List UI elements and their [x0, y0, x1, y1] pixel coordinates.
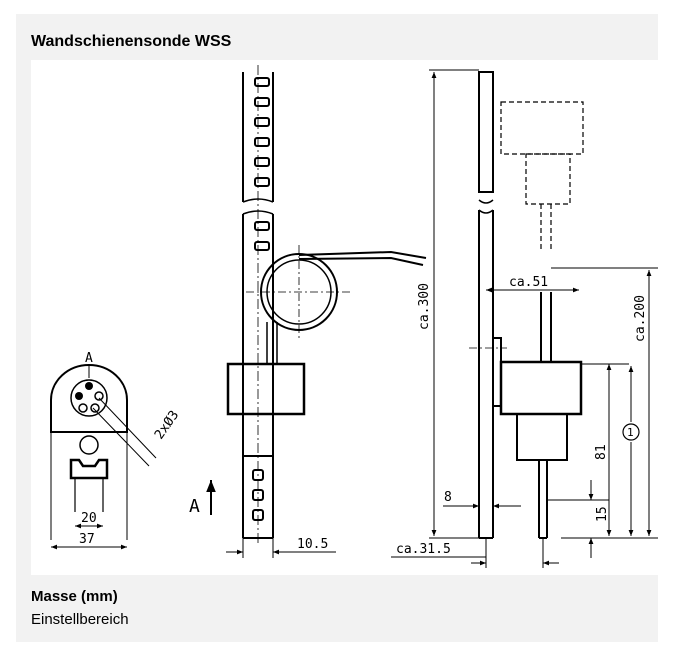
figure-title: Wandschienensonde WSS: [31, 33, 232, 50]
dim-81: 81: [594, 444, 609, 460]
dim-20: 20: [81, 511, 97, 526]
dim-15: 15: [595, 506, 610, 522]
dim-200: ca.200: [633, 295, 648, 342]
holes-label: 2xØ3: [152, 408, 182, 442]
view-direction-arrow: A: [189, 480, 216, 517]
dim-8: 8: [444, 490, 452, 505]
view-a-detail: A 2xØ3 20 37: [50, 351, 182, 550]
view-direction-label: A: [189, 496, 200, 517]
dim-300: ca.300: [417, 283, 432, 330]
setting-range-marker: 1: [627, 426, 634, 439]
caption-setting-range: Einstellbereich: [31, 611, 129, 628]
dim-51: ca.51: [509, 275, 548, 290]
rail-front-view: 10.5: [226, 65, 427, 558]
dim-37: 37: [79, 532, 95, 547]
dim-10-5: 10.5: [297, 537, 328, 552]
dim-31-5: ca.31.5: [396, 542, 451, 557]
side-view: ca.300 ca.51 8 15 81 1: [391, 69, 658, 568]
caption-dimensions: Masse (mm): [31, 588, 118, 605]
view-a-label: A: [85, 351, 93, 366]
technical-drawing: A 2xØ3 20 37 A: [31, 60, 658, 575]
